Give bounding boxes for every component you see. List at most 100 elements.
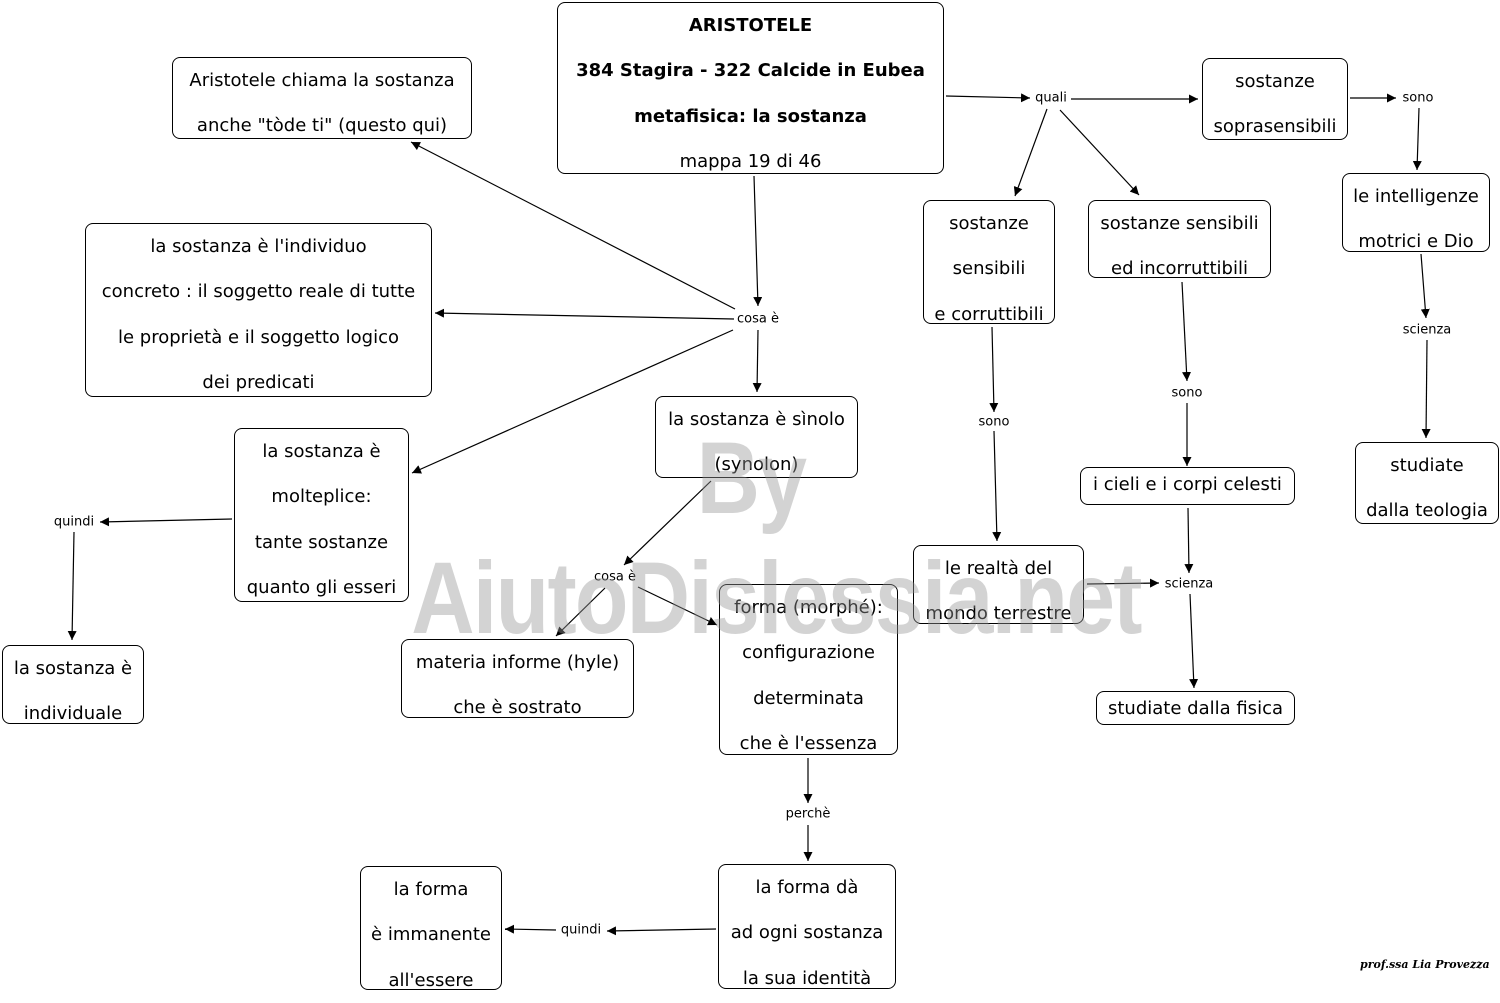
node-text: determinata bbox=[753, 687, 864, 709]
edge-line bbox=[637, 586, 718, 626]
edge-line bbox=[945, 93, 1031, 103]
node-individuo: la sostanza è l'individuo concreto : il … bbox=[85, 223, 432, 397]
edge-line bbox=[753, 175, 763, 307]
title-topic: metafisica: la sostanza bbox=[634, 105, 867, 127]
node-cieli: i cieli e i corpi celesti bbox=[1080, 467, 1295, 505]
link-label-quindi-2: quindi bbox=[558, 922, 604, 938]
node-text: ed incorruttibili bbox=[1111, 258, 1248, 280]
node-text: la sostanza è sìnolo bbox=[668, 409, 845, 430]
edge-line bbox=[67, 531, 77, 641]
edge-line bbox=[1013, 108, 1048, 197]
node-text: dei predicati bbox=[202, 371, 315, 393]
edge-line bbox=[434, 308, 735, 320]
node-sinolo: la sostanza è sìnolo (synolon) bbox=[655, 396, 858, 478]
link-label-cosa-e: cosa è bbox=[735, 311, 781, 327]
edge-line bbox=[1189, 593, 1199, 689]
node-text: che è sostrato bbox=[453, 697, 582, 719]
edge-line bbox=[1184, 507, 1194, 574]
edge-line bbox=[1086, 578, 1160, 588]
edge-line bbox=[1412, 107, 1422, 171]
node-text: motrici e Dio bbox=[1358, 231, 1474, 253]
link-label-scienza-fisica: scienza bbox=[1162, 576, 1216, 592]
node-text: le realtà del bbox=[944, 558, 1053, 579]
node-text: la forma dà bbox=[755, 877, 859, 898]
edge-line bbox=[992, 430, 1002, 542]
node-molteplice: la sostanza è molteplice: tante sostanze… bbox=[234, 428, 409, 602]
node-text: che è l'essenza bbox=[739, 732, 878, 754]
link-label-quindi: quindi bbox=[51, 514, 97, 530]
node-text: configurazione bbox=[742, 642, 875, 664]
node-text: (synolon) bbox=[714, 454, 799, 476]
node-text: le proprietà e il soggetto logico bbox=[118, 326, 399, 348]
node-text: studiate dalla fisica bbox=[1107, 698, 1283, 719]
node-text: la sostanza è l'individuo bbox=[150, 236, 367, 257]
edge-line bbox=[99, 517, 233, 527]
node-text: e corruttibili bbox=[934, 303, 1044, 325]
node-text: materia informe (hyle) bbox=[415, 652, 620, 673]
node-text: tante sostanze bbox=[254, 531, 389, 553]
node-teologia: studiate dalla teologia bbox=[1355, 442, 1499, 524]
edge-line bbox=[555, 587, 606, 637]
node-text: molteplice: bbox=[271, 486, 372, 508]
link-label-cosa-e-2: cosa è bbox=[592, 569, 638, 585]
link-label-sono-soprasensibili: sono bbox=[1400, 90, 1436, 106]
edge-line bbox=[1181, 281, 1192, 382]
link-label-scienza-teologia: scienza bbox=[1400, 322, 1454, 338]
edge-line bbox=[411, 329, 734, 474]
node-text: sostanze sensibili bbox=[1100, 213, 1259, 234]
edge-line bbox=[989, 326, 999, 413]
link-label-sono-incorruttibili: sono bbox=[1169, 385, 1205, 401]
node-immanente: la forma è immanente all'essere bbox=[360, 866, 502, 991]
node-text: forma (morphé): bbox=[734, 597, 883, 618]
node-intelligenze: le intelligenze motrici e Dio bbox=[1342, 173, 1490, 252]
node-text: sensibili bbox=[952, 258, 1026, 280]
node-soprasensibili: sostanze soprasensibili bbox=[1202, 58, 1348, 140]
node-text: dalla teologia bbox=[1366, 500, 1488, 522]
node-forma: forma (morphé): configurazione determina… bbox=[719, 584, 898, 755]
title-node: ARISTOTELE 384 Stagira - 322 Calcide in … bbox=[557, 2, 944, 174]
node-terrestre: le realtà del mondo terrestre bbox=[913, 545, 1084, 624]
node-text: mondo terrestre bbox=[925, 603, 1072, 625]
link-label-quali: quali bbox=[1033, 90, 1069, 106]
edge-line bbox=[1420, 253, 1430, 319]
link-label-sono-corruttibili: sono bbox=[976, 414, 1012, 430]
node-text: Aristotele chiama la sostanza bbox=[189, 70, 455, 91]
node-incorruttibili: sostanze sensibili ed incorruttibili bbox=[1088, 200, 1271, 279]
edge-line bbox=[1421, 339, 1431, 439]
node-text: all'essere bbox=[388, 969, 474, 991]
node-text: sostanze bbox=[1235, 71, 1315, 92]
edge-line bbox=[410, 141, 736, 310]
title-map-number: mappa 19 di 46 bbox=[679, 150, 822, 172]
edge-line bbox=[504, 924, 557, 934]
edge-line bbox=[606, 926, 717, 936]
node-fisica: studiate dalla fisica bbox=[1096, 691, 1295, 725]
node-individuale: la sostanza è individuale bbox=[2, 645, 144, 724]
title-dates: 384 Stagira - 322 Calcide in Eubea bbox=[576, 60, 925, 82]
node-text: ad ogni sostanza bbox=[730, 922, 884, 944]
node-text: le intelligenze bbox=[1353, 186, 1479, 207]
node-materia: materia informe (hyle) che è sostrato bbox=[401, 639, 634, 718]
edge-line bbox=[623, 480, 712, 566]
node-text: studiate bbox=[1390, 455, 1464, 476]
node-text: quanto gli esseri bbox=[246, 576, 397, 598]
node-text: la sua identità bbox=[742, 967, 872, 989]
author-signature: prof.ssa Lia Provezza bbox=[1360, 958, 1490, 971]
node-text: individuale bbox=[23, 703, 123, 725]
node-text: è immanente bbox=[371, 924, 491, 946]
node-text: la forma bbox=[393, 879, 469, 900]
node-text: soprasensibili bbox=[1213, 116, 1337, 138]
node-identita: la forma dà ad ogni sostanza la sua iden… bbox=[718, 864, 896, 989]
node-corruttibili: sostanze sensibili e corruttibili bbox=[923, 200, 1055, 325]
node-tode-ti: Aristotele chiama la sostanza anche "tòd… bbox=[172, 57, 472, 139]
edge-line bbox=[752, 329, 762, 393]
node-text: i cieli e i corpi celesti bbox=[1093, 474, 1282, 495]
link-label-perche: perchè bbox=[783, 806, 833, 822]
node-text: concreto : il soggetto reale di tutte bbox=[101, 281, 416, 303]
node-text: sostanze bbox=[949, 213, 1029, 234]
node-text: la sostanza è bbox=[13, 658, 133, 679]
node-text: anche "tòde ti" (questo qui) bbox=[196, 115, 448, 137]
title-name: ARISTOTELE bbox=[688, 15, 813, 36]
edge-line bbox=[1059, 109, 1140, 196]
node-text: la sostanza è bbox=[262, 441, 381, 462]
